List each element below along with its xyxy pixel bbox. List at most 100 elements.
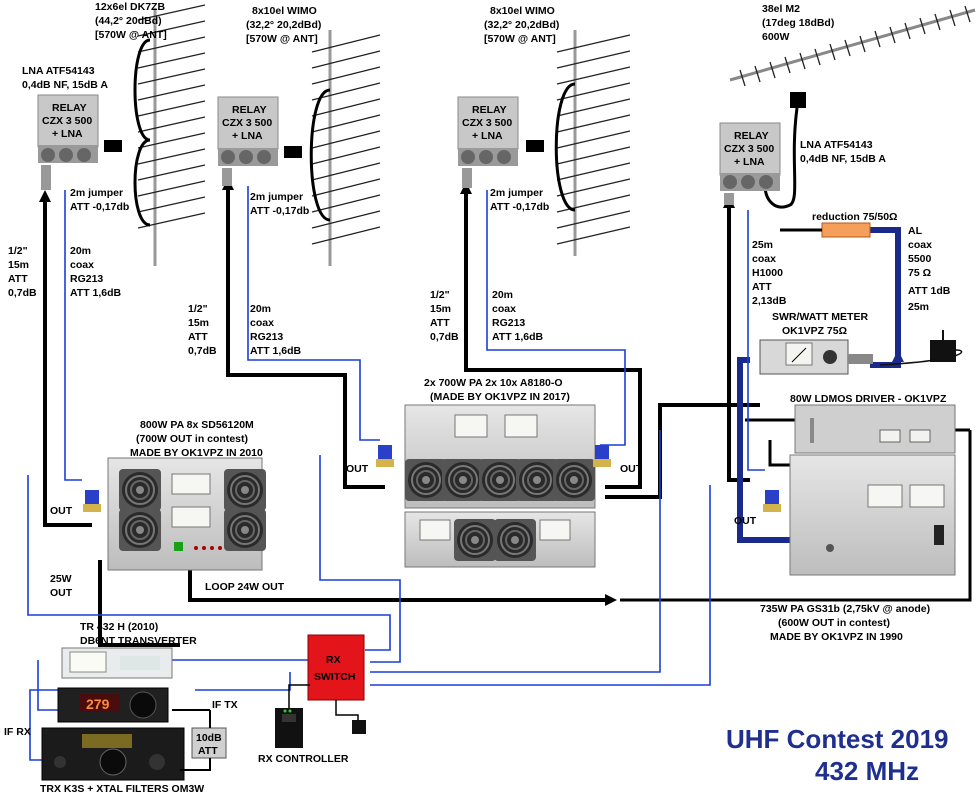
svg-text:75 Ω: 75 Ω xyxy=(908,267,931,279)
feed-3-rg213-label: 20m coax RG213 ATT 1,6dB xyxy=(492,289,544,343)
pa735-lines xyxy=(620,418,972,602)
svg-text:+ LNA: + LNA xyxy=(472,130,503,142)
reduction-label: reduction 75/50Ω xyxy=(812,211,897,223)
svg-text:coax: coax xyxy=(70,259,94,271)
svg-text:ATT -0,17db: ATT -0,17db xyxy=(250,205,309,217)
svg-text:ATT 1,6dB: ATT 1,6dB xyxy=(70,287,122,299)
svg-text:5500: 5500 xyxy=(908,253,932,265)
rx-controller xyxy=(275,684,310,748)
rx-controller-label: RX CONTROLLER xyxy=(258,753,349,765)
svg-text:ATT: ATT xyxy=(430,317,450,329)
reduction-adapter xyxy=(821,222,871,238)
svg-text:ATT: ATT xyxy=(188,331,208,343)
svg-text:RELAY: RELAY xyxy=(232,104,267,116)
att-10db-label: 10dB ATT xyxy=(196,732,222,757)
svg-text:+ LNA: + LNA xyxy=(52,128,83,140)
transverter xyxy=(61,647,173,679)
transverter-label: TR 432 H (2010) DB6NT TRANSVERTER xyxy=(80,621,197,647)
ldmos-label: 80W LDMOS DRIVER - OK1VPZ xyxy=(790,393,947,405)
svg-text:ATT -0,17db: ATT -0,17db xyxy=(70,201,129,213)
relay-4 xyxy=(719,122,781,205)
rx-switch-label: RX SWITCH xyxy=(314,654,355,683)
svg-text:0,4dB NF, 15dB A: 0,4dB NF, 15dB A xyxy=(22,79,108,91)
antenna-4-label: 38el M2 (17deg 18dBd) 600W xyxy=(762,3,834,43)
relay-4-label: RELAY CZX 3 500 + LNA xyxy=(724,130,774,168)
page-subtitle: 432 MHz xyxy=(815,756,919,786)
antenna-3 xyxy=(526,30,631,256)
jumper-2-label: 2m jumper ATT -0,17db xyxy=(250,191,309,217)
svg-text:8x10el WIMO: 8x10el WIMO xyxy=(490,5,555,17)
svg-text:10dB: 10dB xyxy=(196,732,222,744)
svg-text:RELAY: RELAY xyxy=(52,102,87,114)
antenna-1-label: 12x6el DK7ZB (44,2° 20dBd) [570W @ ANT] xyxy=(95,1,167,41)
svg-text:(44,2° 20dBd): (44,2° 20dBd) xyxy=(95,15,162,27)
svg-text:2m jumper: 2m jumper xyxy=(70,187,123,199)
feed-2-rg213-label: 20m coax RG213 ATT 1,6dB xyxy=(250,303,302,357)
svg-text:0,7dB: 0,7dB xyxy=(188,345,217,357)
jumper-3-label: 2m jumper ATT -0,17db xyxy=(490,187,549,213)
jumper-1-label: 2m jumper ATT -0,17db xyxy=(70,187,129,213)
svg-text:coax: coax xyxy=(250,317,274,329)
svg-text:+ LNA: + LNA xyxy=(232,130,263,142)
svg-text:(600W OUT in contest): (600W OUT in contest) xyxy=(778,617,890,629)
svg-text:(MADE BY OK1VPZ IN 2017): (MADE BY OK1VPZ IN 2017) xyxy=(430,391,570,403)
svg-text:CZX 3 500: CZX 3 500 xyxy=(462,117,512,129)
relay-3-label: RELAY CZX 3 500 + LNA xyxy=(462,104,512,142)
out-label-1: OUT xyxy=(50,505,73,517)
relay-1 xyxy=(37,94,99,190)
svg-text:RELAY: RELAY xyxy=(472,104,507,116)
svg-text:[570W @ ANT]: [570W @ ANT] xyxy=(484,33,556,45)
svg-text:coax: coax xyxy=(908,239,932,251)
svg-text:SWITCH: SWITCH xyxy=(314,671,355,683)
svg-text:0,4dB NF, 15dB A: 0,4dB NF, 15dB A xyxy=(800,153,886,165)
svg-text:15m: 15m xyxy=(430,303,451,315)
ldmos-driver xyxy=(794,404,956,454)
loop-label: LOOP 24W OUT xyxy=(205,581,285,593)
antenna-3-label: 8x10el WIMO (32,2° 20,2dBd) [570W @ ANT] xyxy=(484,5,559,45)
connectors xyxy=(83,445,781,512)
svg-text:OK1VPZ 75Ω: OK1VPZ 75Ω xyxy=(782,325,847,337)
svg-text:RG213: RG213 xyxy=(70,273,103,285)
svg-text:LNA ATF54143: LNA ATF54143 xyxy=(800,139,873,151)
antenna-4 xyxy=(729,5,976,108)
svg-text:RX: RX xyxy=(326,654,341,666)
svg-text:800W PA 8x SD56120M: 800W PA 8x SD56120M xyxy=(140,419,254,431)
pa-800w xyxy=(107,457,267,571)
svg-text:(17deg 18dBd): (17deg 18dBd) xyxy=(762,17,834,29)
svg-text:RELAY: RELAY xyxy=(734,130,769,142)
svg-text:coax: coax xyxy=(752,253,776,265)
feed-4-h1000-label: 25m coax H1000 ATT 2,13dB xyxy=(752,239,787,307)
svg-text:2m jumper: 2m jumper xyxy=(250,191,303,203)
svg-text:AL: AL xyxy=(908,225,923,237)
svg-text:0,7dB: 0,7dB xyxy=(430,331,459,343)
pa-735w-label: 735W PA GS31b (2,75kV @ anode) (600W OUT… xyxy=(760,603,930,643)
svg-text:[570W @ ANT]: [570W @ ANT] xyxy=(246,33,318,45)
svg-text:RG213: RG213 xyxy=(250,331,283,343)
svg-text:H1000: H1000 xyxy=(752,267,783,279)
swr-meter xyxy=(759,339,873,375)
svg-text:1/2": 1/2" xyxy=(8,245,28,257)
svg-text:20m: 20m xyxy=(250,303,271,315)
feed-1-half-label: 1/2" 15m ATT 0,7dB xyxy=(8,245,37,299)
att-10db xyxy=(172,709,227,771)
pa-2x700w-label: 2x 700W PA 2x 10x A8180-O (MADE BY OK1VP… xyxy=(424,377,570,403)
svg-text:OUT: OUT xyxy=(50,587,73,599)
trx-display: 279 xyxy=(86,696,110,712)
if-tx-label: IF TX xyxy=(212,699,238,711)
relay-2 xyxy=(217,96,279,186)
svg-text:600W: 600W xyxy=(762,31,790,43)
antenna-1 xyxy=(104,4,206,266)
svg-text:ATT 1,6dB: ATT 1,6dB xyxy=(492,331,544,343)
svg-text:MADE BY OK1VPZ IN 1990: MADE BY OK1VPZ IN 1990 xyxy=(770,631,903,643)
tx-feed-lines xyxy=(43,186,760,647)
svg-text:25m: 25m xyxy=(908,301,929,313)
svg-text:coax: coax xyxy=(492,303,516,315)
svg-text:25W: 25W xyxy=(50,573,72,585)
svg-text:(32,2° 20,2dBd): (32,2° 20,2dBd) xyxy=(246,19,321,31)
svg-text:0,7dB: 0,7dB xyxy=(8,287,37,299)
feed-4-al-label: AL coax 5500 75 Ω ATT 1dB 25m xyxy=(908,225,951,313)
svg-text:ATT -0,17db: ATT -0,17db xyxy=(490,201,549,213)
antenna-2-label: 8x10el WIMO (32,2° 20,2dBd) [570W @ ANT] xyxy=(246,5,321,45)
svg-text:ATT 1,6dB: ATT 1,6dB xyxy=(250,345,302,357)
svg-text:8x10el WIMO: 8x10el WIMO xyxy=(252,5,317,17)
